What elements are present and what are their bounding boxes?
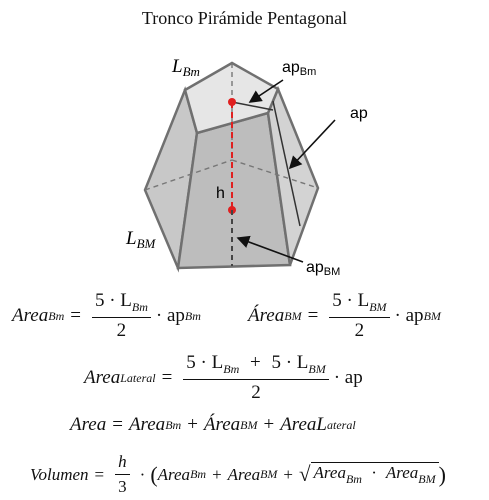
label-L-BM: LBM (125, 228, 157, 251)
top-apothem-line (231, 101, 274, 111)
label-L-Bm: LBm (171, 56, 200, 79)
center-top-point (228, 98, 236, 106)
hidden-edge-left (144, 159, 233, 191)
label-ap: ap (350, 105, 368, 122)
label-h: h (216, 185, 225, 202)
lateral-apothem-line (272, 100, 301, 227)
label-ap-Bm: apBm (282, 59, 316, 78)
arrow-ap-BM (236, 235, 304, 263)
frustum-figure: LBm apBm ap h LBM apBM (125, 56, 368, 278)
arrow-ap-Bm (248, 79, 284, 103)
hidden-edge-right (231, 159, 319, 189)
diagram-title: Tronco Pirámide Pentagonal (141, 8, 348, 28)
label-ap-BM: apBM (306, 259, 340, 278)
arrow-ap (288, 119, 336, 170)
